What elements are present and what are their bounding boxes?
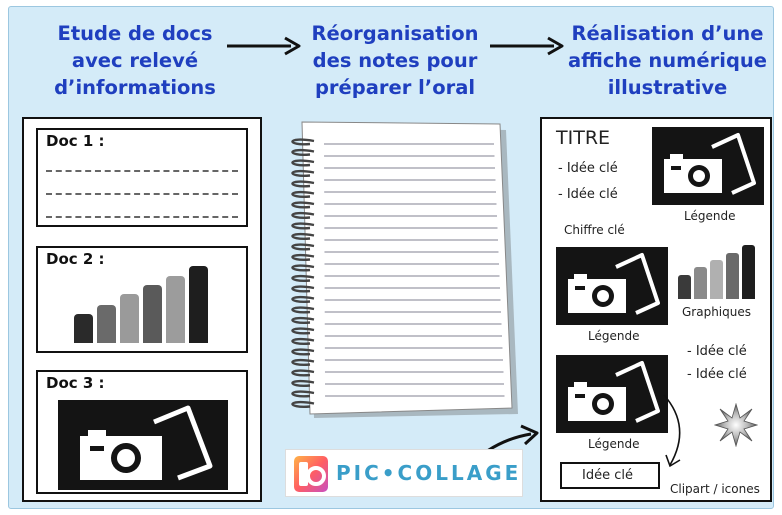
doc-2-bar: [189, 266, 208, 343]
camera-photo-icon: [556, 247, 668, 325]
poster-bar: [742, 245, 755, 299]
pic-collage-app-icon: [294, 456, 328, 492]
poster-idea-box-label: Idée clé: [582, 468, 633, 483]
doc-1-card: Doc 1 :: [36, 128, 248, 227]
doc-2-bar: [97, 305, 116, 343]
spiral-ring: [291, 138, 315, 146]
step-2-heading: Réorganisation des notes pour préparer l…: [311, 22, 479, 99]
spiral-ring: [291, 337, 315, 345]
poster-clipart-label: Clipart / icones: [670, 482, 760, 496]
text-line: [46, 193, 238, 195]
spiral-notebook-icon: [291, 121, 518, 418]
pic-collage-logo: PIC•COLLAGE: [285, 449, 523, 497]
doc-2-bar: [120, 294, 139, 343]
spiral-ring: [291, 148, 315, 156]
pic-collage-wordmark: PIC•COLLAGE: [336, 461, 522, 485]
spiral-ring: [291, 253, 315, 261]
doc-1-label: Doc 1 :: [46, 132, 105, 150]
poster-bar: [678, 275, 691, 299]
poster-legend-3: Légende: [588, 437, 640, 451]
spiral-ring: [291, 232, 315, 240]
poster-graphics-label: Graphiques: [682, 305, 751, 319]
camera-photo-icon: [652, 127, 764, 205]
poster-key-figure: Chiffre clé: [564, 223, 625, 237]
camera-photo-icon: [556, 355, 668, 433]
spiral-ring: [291, 390, 315, 398]
doc-2-bar: [74, 314, 93, 343]
spiral-ring: [291, 243, 315, 251]
spiral-ring: [291, 379, 315, 387]
poster-idea-1: - Idée clé: [558, 161, 618, 176]
step-3-heading: Réalisation d’une affiche numérique illu…: [567, 22, 768, 99]
poster-bar: [710, 260, 723, 299]
poster-legend-1: Légende: [684, 209, 736, 223]
doc-2-label: Doc 2 :: [46, 250, 105, 268]
step-1-heading: Etude de docs avec relevé d’informations: [54, 22, 216, 99]
text-line: [46, 216, 238, 218]
spiral-ring: [291, 264, 315, 272]
doc-2-bar-chart: [74, 251, 214, 343]
poster-idea-2: - Idée clé: [558, 187, 618, 202]
doc-2-bar: [166, 276, 185, 343]
doc-2-bar: [143, 285, 162, 343]
curved-arrow-icon: [663, 394, 681, 468]
spiral-ring: [291, 348, 315, 356]
poster-bar: [726, 253, 739, 299]
spiral-ring: [291, 211, 315, 219]
poster-photo-2: [556, 247, 668, 325]
spiral-ring: [291, 316, 315, 324]
spiral-ring: [291, 285, 315, 293]
poster-idea-4: - Idée clé: [687, 367, 747, 382]
doc-3-photo: [58, 400, 228, 490]
arrow-step2-to-step3-icon: [490, 36, 564, 56]
spiral-ring: [291, 295, 315, 303]
spiral-ring: [291, 306, 315, 314]
spiral-ring: [291, 159, 315, 167]
spiral-ring: [291, 327, 315, 335]
spiral-ring: [291, 369, 315, 377]
poster-title: TITRE: [556, 127, 611, 149]
spiral-ring: [291, 358, 315, 366]
documents-panel: Doc 1 : Doc 2 : Doc 3 :: [22, 117, 262, 502]
spiral-ring: [291, 169, 315, 177]
spiral-ring: [291, 274, 315, 282]
star-burst-icon: [714, 403, 758, 447]
spiral-ring: [291, 180, 315, 188]
doc-2-card: Doc 2 :: [36, 246, 248, 353]
camera-photo-icon: [58, 400, 228, 490]
spiral-ring: [291, 222, 315, 230]
spiral-ring: [291, 190, 315, 198]
spiral-ring: [291, 400, 315, 408]
arrow-step1-to-step2-icon: [227, 36, 301, 56]
doc-3-card: Doc 3 :: [36, 370, 248, 494]
poster-idea-3: - Idée clé: [687, 344, 747, 359]
poster-bar-chart: [678, 245, 764, 299]
poster-legend-2: Légende: [588, 329, 640, 343]
digital-poster-panel: TITRE - Idée clé - Idée clé Légende Chif…: [540, 117, 772, 502]
poster-photo-1: [652, 127, 764, 205]
poster-photo-3: [556, 355, 668, 433]
text-line: [46, 170, 238, 172]
doc-3-label: Doc 3 :: [46, 374, 105, 392]
spiral-ring: [291, 201, 315, 209]
poster-bar: [694, 267, 707, 299]
poster-idea-box: Idée clé: [560, 462, 660, 489]
